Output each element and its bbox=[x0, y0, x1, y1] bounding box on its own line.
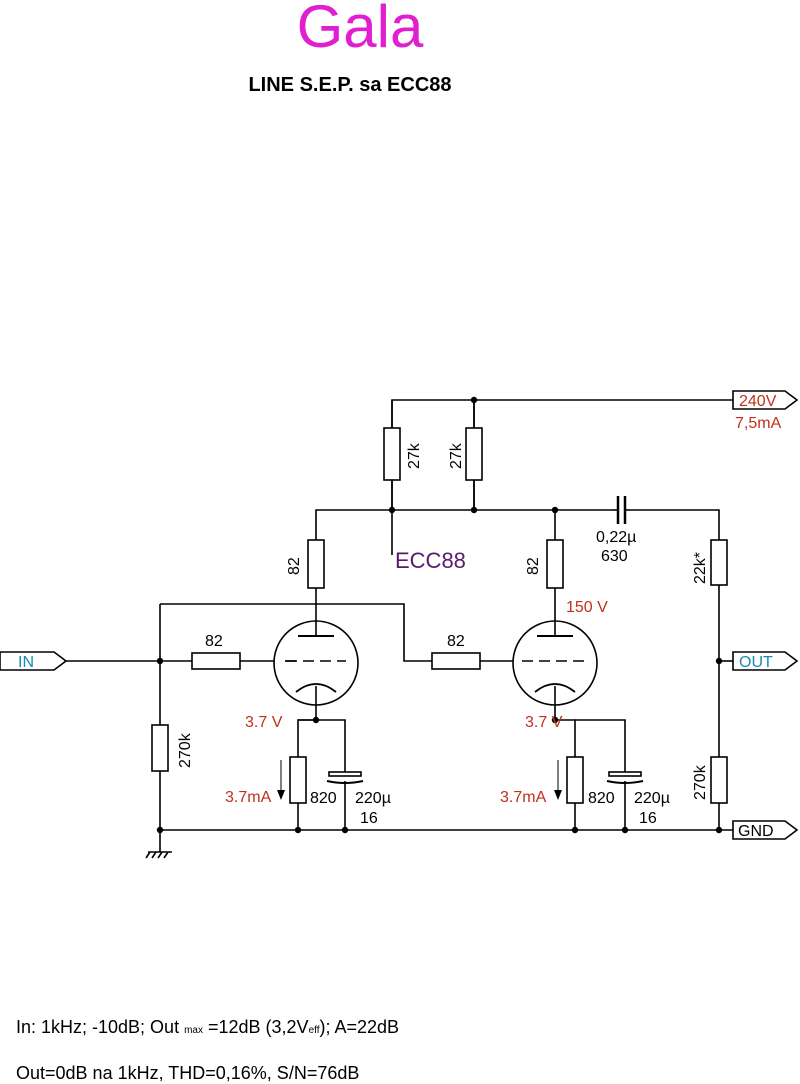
note-line-1-subscript-max: max bbox=[184, 1025, 203, 1036]
output-series-resistor-label: 22k* bbox=[692, 552, 709, 584]
tube-triode-1 bbox=[273, 620, 359, 706]
cathode-cap-2-value: 220µ bbox=[634, 790, 670, 807]
ports bbox=[0, 390, 799, 840]
coupling-cap-voltage: 630 bbox=[601, 548, 628, 565]
plate-voltage-2: 150 V bbox=[566, 599, 608, 616]
anode-resistor-2-label: 82 bbox=[525, 557, 542, 575]
cathode-cap-2-voltage: 16 bbox=[639, 810, 657, 827]
supply-port-label: 240V bbox=[739, 393, 777, 410]
output-shunt-resistor-label: 270k bbox=[692, 764, 709, 800]
cathode-voltage-2: 3.7 V bbox=[525, 714, 563, 731]
cathode-current-1: 3.7mA bbox=[225, 789, 272, 806]
grid-resistor-1 bbox=[191, 652, 241, 670]
coupling-cap-value: 0,22µ bbox=[596, 529, 636, 546]
note-line-1-part-a: In: 1kHz; -10dB; Out bbox=[16, 1017, 185, 1037]
note-line-1-subscript-eff: eff bbox=[308, 1025, 320, 1036]
ground-port-label: GND bbox=[738, 823, 774, 840]
supply-port bbox=[732, 390, 799, 410]
plate-load-1-resistor bbox=[383, 427, 401, 481]
anode-resistor-1 bbox=[307, 539, 325, 589]
output-series-resistor bbox=[710, 539, 728, 586]
cathode-resistor-2 bbox=[566, 756, 584, 804]
note-line-1-part-b: =12dB (3,2V bbox=[202, 1017, 309, 1037]
cathode-voltage-1: 3.7 V bbox=[245, 714, 283, 731]
grid-resistor-2 bbox=[431, 652, 481, 670]
coupling-capacitor bbox=[612, 496, 630, 524]
page-subtitle: LINE S.E.P. sa ECC88 bbox=[248, 74, 452, 96]
input-port bbox=[0, 651, 68, 671]
tube-type-label: ECC88 bbox=[395, 548, 466, 573]
plate-load-2-resistor bbox=[465, 427, 483, 481]
tube-triode-2 bbox=[512, 620, 598, 706]
input-resistor bbox=[151, 724, 169, 772]
grid-resistor-1-label: 82 bbox=[205, 633, 223, 650]
measurement-note-line-1: In: 1kHz; -10dB; Out max =12dB (3,2Veff)… bbox=[16, 1017, 399, 1038]
cathode-cap-1-voltage: 16 bbox=[360, 810, 378, 827]
cathode-resistor-1 bbox=[289, 756, 307, 804]
cathode-capacitor-2 bbox=[606, 771, 644, 784]
plate-load-2-label: 27k bbox=[448, 442, 465, 469]
ground-port bbox=[732, 820, 799, 840]
output-port bbox=[732, 651, 799, 671]
output-port-label: OUT bbox=[739, 654, 773, 671]
grid-resistor-2-label: 82 bbox=[447, 633, 465, 650]
current-arrows bbox=[277, 760, 562, 800]
cathode-resistor-1-label: 820 bbox=[310, 790, 337, 807]
cathode-current-2: 3.7mA bbox=[500, 789, 547, 806]
plate-load-1-label: 27k bbox=[406, 442, 423, 469]
junction-dots bbox=[156, 396, 723, 834]
input-resistor-label: 270k bbox=[177, 732, 194, 768]
note-line-1-part-c: ); A=22dB bbox=[319, 1017, 400, 1037]
supply-current-label: 7,5mA bbox=[735, 415, 782, 432]
measurement-note-line-2: Out=0dB na 1kHz, THD=0,16%, S/N=76dB bbox=[16, 1063, 360, 1083]
output-shunt-resistor bbox=[710, 756, 728, 804]
page-title: Gala bbox=[296, 0, 424, 60]
resistors bbox=[151, 427, 728, 804]
cathode-cap-1-value: 220µ bbox=[355, 790, 391, 807]
capacitors bbox=[326, 496, 644, 784]
anode-resistor-1-label: 82 bbox=[286, 557, 303, 575]
cathode-capacitor-1 bbox=[326, 771, 364, 784]
cathode-resistor-2-label: 820 bbox=[588, 790, 615, 807]
input-port-label: IN bbox=[18, 654, 34, 671]
anode-resistor-2 bbox=[546, 539, 564, 589]
